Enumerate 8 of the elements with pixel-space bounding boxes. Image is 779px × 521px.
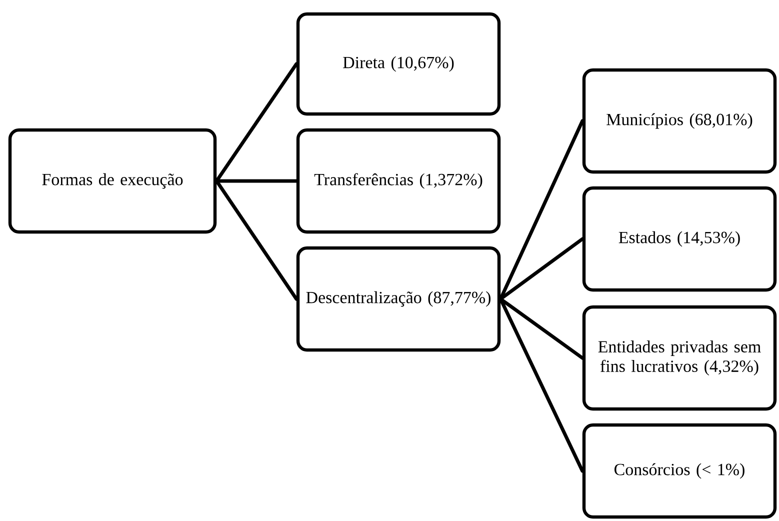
process-box: Formas de execução xyxy=(8,128,217,234)
process-box: Entidades privadas sem fins lucrativos (4,32%) xyxy=(582,305,777,411)
process-box: Direta (10,67%) xyxy=(296,12,501,116)
process-box: Estados (14,53%) xyxy=(582,186,777,292)
process-box: Descentralização (87,77%) xyxy=(296,246,501,352)
process-box: Consórcios (< 1%) xyxy=(582,423,777,519)
process-box: Municípios (68,01%) xyxy=(582,68,777,174)
process-box: Transferências (1,372%) xyxy=(296,128,501,234)
